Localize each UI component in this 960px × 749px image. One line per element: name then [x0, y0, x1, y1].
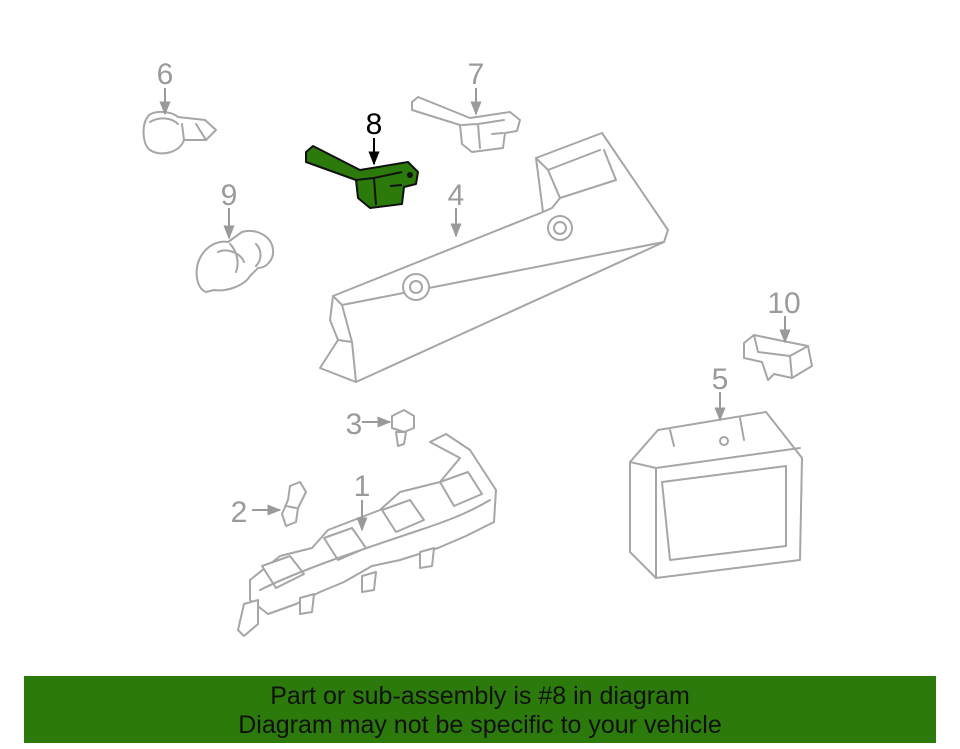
- callout-1: 1: [354, 470, 371, 503]
- part-5-control-module[interactable]: [629, 411, 803, 579]
- callout-4: 4: [448, 179, 465, 212]
- part-7-sensor[interactable]: [411, 96, 521, 153]
- part-2-sensor[interactable]: [281, 481, 307, 527]
- info-banner: Part or sub-assembly is #8 in diagram Di…: [24, 676, 936, 743]
- callout-9: 9: [221, 179, 238, 212]
- banner-line-2: Diagram may not be specific to your vehi…: [238, 711, 722, 739]
- part-3-bolt[interactable]: [391, 409, 415, 447]
- callout-5: 5: [712, 363, 729, 396]
- callout-10: 10: [767, 287, 800, 320]
- part-10-sensor[interactable]: [743, 334, 813, 381]
- part-6-knock-sensor[interactable]: [142, 110, 217, 155]
- part-8-sensor-highlighted[interactable]: [305, 145, 419, 209]
- part-4-engine-cover[interactable]: [319, 132, 669, 383]
- part-1-ignition-coil-pack[interactable]: [237, 433, 497, 637]
- callout-7: 7: [468, 58, 485, 91]
- callout-6: 6: [157, 58, 174, 91]
- part-9-connector[interactable]: [195, 230, 275, 293]
- callout-2: 2: [231, 496, 248, 529]
- callout-3: 3: [346, 408, 363, 441]
- callout-8: 8: [366, 108, 383, 141]
- banner-line-1: Part or sub-assembly is #8 in diagram: [270, 682, 690, 710]
